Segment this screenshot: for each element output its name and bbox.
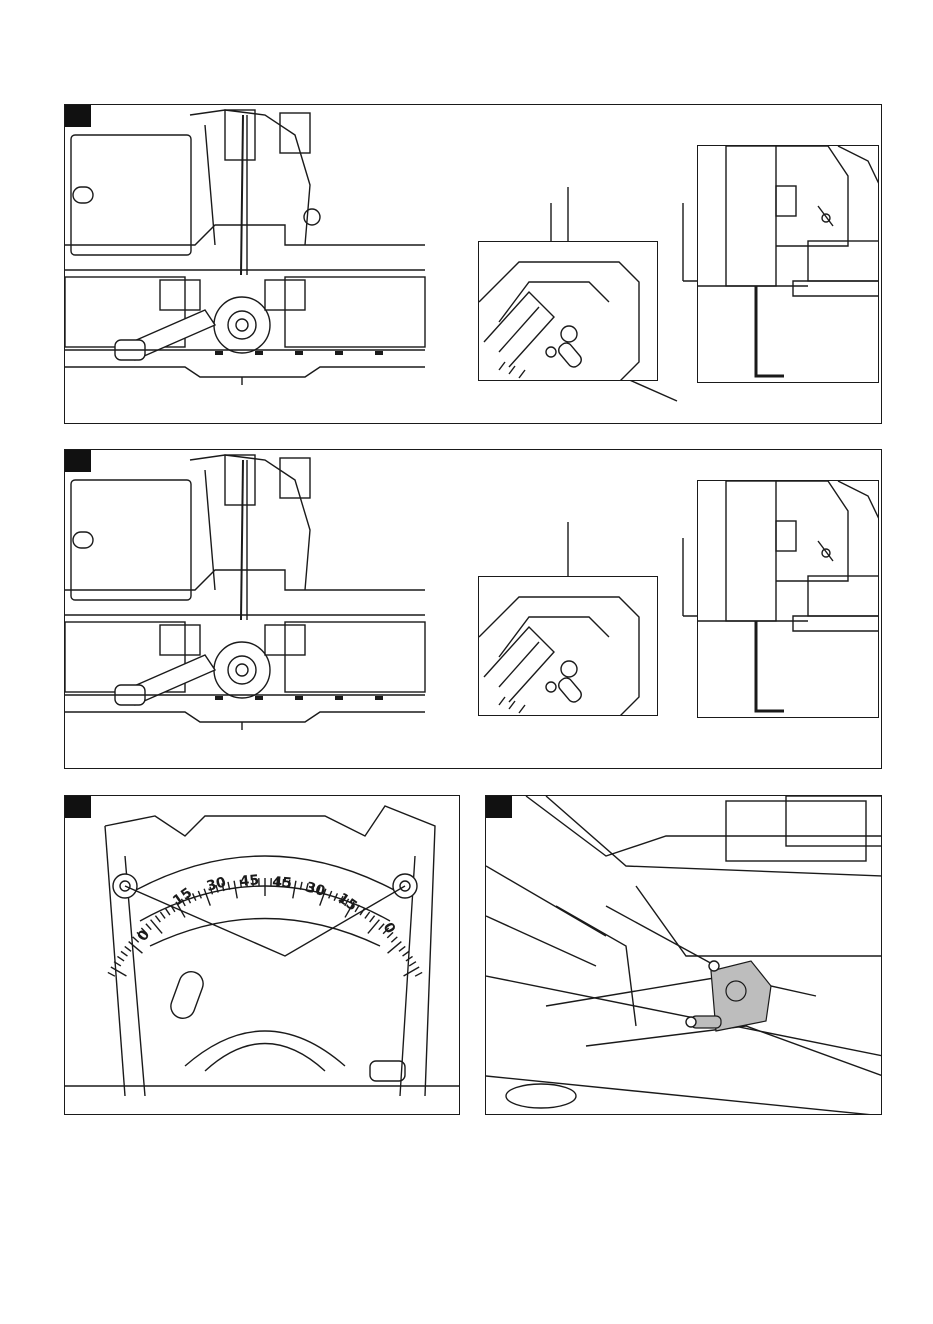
scale-label: 30	[205, 874, 228, 895]
scale-tick	[370, 916, 375, 922]
scale-tick	[293, 881, 296, 899]
figure-a	[64, 104, 882, 424]
inset-side-stop-detail	[697, 480, 879, 718]
miter-stop-part	[686, 961, 771, 1031]
scale-tick	[365, 912, 370, 918]
scale-tick	[160, 912, 165, 918]
scale-tick	[391, 937, 397, 942]
inset-bevel-lock-detail	[478, 241, 658, 381]
scale-label: 15	[170, 885, 195, 909]
scale-tick	[117, 956, 124, 960]
scale-tick	[415, 972, 422, 976]
inset-bevel-lock-detail	[478, 576, 658, 716]
scale-tick	[403, 951, 409, 956]
scale-tick	[108, 972, 115, 976]
scale-tick	[165, 908, 169, 915]
bevel-scale-drawing: 0 15 30 45 45 30 15 0	[65, 796, 460, 1115]
scale-label: 45	[239, 872, 260, 890]
scale-label: 30	[304, 879, 327, 900]
scale-tick	[146, 924, 151, 930]
scale-tick	[121, 951, 127, 956]
miter-stop-drawing	[486, 796, 882, 1115]
scale-tick	[409, 962, 416, 966]
scale-tick	[125, 946, 131, 951]
scale-tick	[234, 881, 237, 899]
scale-label: 45	[272, 874, 293, 892]
figure-b	[64, 449, 882, 769]
figure-c: 0 15 30 45 45 30 15 0	[64, 795, 460, 1115]
hex-key-icon	[756, 286, 784, 376]
scale-label: 0	[380, 920, 399, 937]
scale-tick	[399, 946, 405, 951]
figure-d	[485, 795, 882, 1115]
inset-side-stop-detail	[697, 145, 879, 383]
hex-key-icon	[756, 621, 784, 711]
scale-tick	[155, 916, 160, 922]
